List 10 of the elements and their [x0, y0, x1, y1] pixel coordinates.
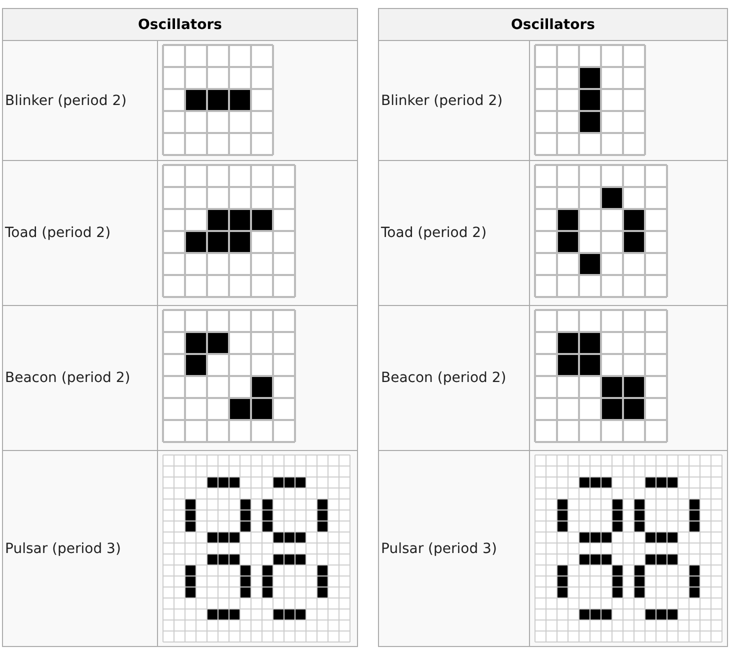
row-label: Pulsar (period 3)	[2, 450, 158, 646]
row-label: Blinker (period 2)	[2, 40, 158, 160]
row-label: Blinker (period 2)	[378, 40, 530, 160]
row-label: Beacon (period 2)	[2, 306, 158, 450]
row-label: Pulsar (period 3)	[378, 450, 530, 646]
column-header: Oscillators	[378, 8, 728, 40]
column-header: Oscillators	[2, 8, 358, 40]
row-label: Beacon (period 2)	[378, 306, 530, 450]
row-label: Toad (period 2)	[378, 160, 530, 306]
row-label: Toad (period 2)	[2, 160, 158, 306]
